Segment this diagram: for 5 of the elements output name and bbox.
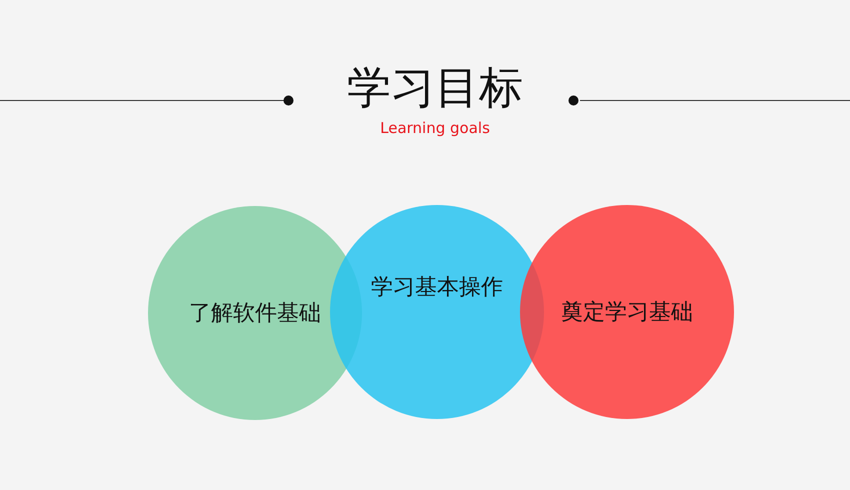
circle-label: 了解软件基础: [189, 300, 321, 328]
circle-label: 学习基本操作: [371, 274, 503, 302]
title: 学习目标: [347, 62, 523, 116]
subtitle: Learning goals: [380, 119, 490, 137]
circle-label: 奠定学习基础: [561, 299, 693, 327]
